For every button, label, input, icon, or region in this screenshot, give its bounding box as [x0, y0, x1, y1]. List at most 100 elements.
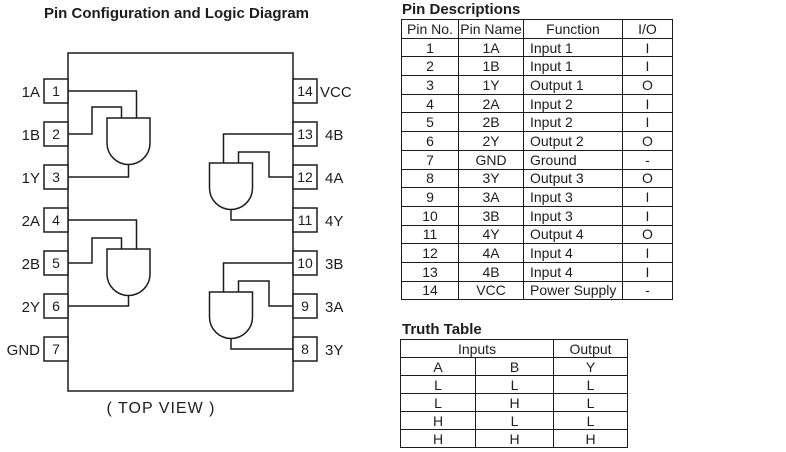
truth-cell: L — [553, 375, 629, 394]
pin-14-box — [292, 78, 318, 104]
wire-4b — [222, 133, 293, 163]
pin-11: 11 4Y — [292, 207, 343, 233]
pin-row: 4 2A Input 2 I — [401, 93, 673, 114]
pin-no-cell: 6 — [401, 131, 459, 151]
pin-9-label: 3A — [325, 299, 343, 316]
truth-row: H H H — [400, 429, 629, 448]
pin-name-cell: 3A — [458, 187, 524, 207]
pin-3-label: 1Y — [22, 170, 40, 187]
pin-3-box — [43, 164, 69, 190]
pin-9-box — [292, 293, 318, 319]
pin-2-box — [43, 121, 69, 147]
wire-1b — [68, 106, 123, 135]
pin-10-number: 10 — [297, 255, 313, 271]
io-cell: I — [622, 56, 673, 77]
wire-4a — [237, 151, 293, 178]
wire-2y — [68, 295, 130, 307]
io-cell: I — [622, 37, 673, 58]
function-cell: Output 3 — [523, 168, 623, 189]
function-cell: Input 4 — [523, 261, 623, 282]
pin-no-cell: 10 — [401, 205, 459, 226]
io-cell: - — [622, 149, 673, 170]
top-view-caption: ( TOP VIEW ) — [107, 400, 216, 417]
truth-inputs-header: Inputs — [399, 339, 555, 358]
pin-7: 7 GND — [7, 336, 69, 362]
pin-row: 1 1A Input 1 I — [401, 37, 673, 58]
pin-8-box — [292, 336, 318, 362]
io-cell: O — [622, 75, 673, 95]
truth-output-header: Output — [553, 339, 629, 358]
and-gate-3 — [208, 291, 254, 340]
pin-row: 2 1B Input 1 I — [401, 56, 673, 77]
pin-name-cell: 1Y — [458, 75, 524, 95]
pin-4-number: 4 — [52, 212, 60, 228]
pin-name-cell: 1A — [458, 37, 524, 58]
and-gate-2 — [106, 248, 151, 297]
io-cell: I — [622, 93, 673, 114]
pin-12-number: 12 — [297, 169, 313, 185]
pin-no-cell: 4 — [401, 93, 459, 114]
io-cell: I — [622, 205, 673, 226]
pin-row: 3 1Y Output 1 O — [401, 75, 673, 95]
pin-6-label: 2Y — [22, 299, 40, 316]
wire-1a — [68, 90, 138, 118]
io-cell: O — [622, 224, 673, 245]
pin-4-box — [43, 207, 69, 233]
pin-10: 10 3B — [292, 250, 343, 276]
function-cell: Input 4 — [523, 243, 623, 263]
pin-no-cell: 5 — [401, 112, 459, 133]
diagram-title: Pin Configuration and Logic Diagram — [44, 5, 310, 22]
wire-2a — [68, 219, 138, 249]
function-cell: Ground — [523, 149, 623, 170]
pin-row: 6 2Y Output 2 O — [401, 131, 673, 151]
pin-5: 5 2B — [22, 250, 69, 276]
truth-col-b: B — [474, 357, 555, 376]
wire-4y — [230, 209, 293, 221]
truth-cell: H — [400, 429, 476, 448]
wire-3a — [237, 280, 293, 307]
io-cell: I — [622, 187, 673, 207]
pin-no-cell: 12 — [401, 243, 459, 263]
pin-11-number: 11 — [298, 212, 313, 228]
pin-name-cell: 4Y — [458, 224, 524, 245]
pin-no-cell: 9 — [401, 187, 459, 207]
pin-no-cell: 11 — [401, 224, 459, 245]
io-cell: I — [622, 112, 673, 133]
pin-name-cell: 3Y — [458, 168, 524, 189]
pin-row: 9 3A Input 3 I — [401, 187, 673, 207]
pin-descriptions-table: Pin No. Pin Name Function I/O 1 1A Input… — [401, 19, 673, 301]
pin-name-cell: 2Y — [458, 131, 524, 151]
pin-13-number: 13 — [297, 126, 313, 142]
pin-4-label: 2A — [22, 213, 40, 230]
header-io: I/O — [622, 19, 673, 39]
pin-no-cell: 8 — [401, 168, 459, 189]
pin-14-label: VCC — [320, 84, 352, 101]
pin-no-cell: 7 — [401, 149, 459, 170]
truth-cell: L — [474, 411, 555, 430]
pin-12-box — [292, 164, 318, 190]
pin-11-label: 4Y — [325, 213, 343, 230]
pin-row: 12 4A Input 4 I — [401, 243, 673, 263]
pin-name-cell: VCC — [458, 280, 524, 301]
io-cell: - — [622, 280, 673, 301]
function-cell: Power Supply — [523, 280, 623, 301]
truth-table: Inputs Output A B Y L L L L H L H L L H … — [399, 339, 629, 448]
function-cell: Input 1 — [523, 56, 623, 77]
pin-name-cell: 2A — [458, 93, 524, 114]
pin-13-label: 4B — [325, 127, 343, 144]
pin-row: 7 GND Ground - — [401, 149, 673, 170]
pin-no-cell: 2 — [401, 56, 459, 77]
truth-group-header-row: Inputs Output — [399, 339, 629, 358]
pin-desc-header-row: Pin No. Pin Name Function I/O — [401, 19, 673, 39]
pin-row: 14 VCC Power Supply - — [401, 280, 673, 301]
pin-8-number: 8 — [301, 341, 309, 357]
pin-13: 13 4B — [292, 121, 343, 147]
pin-2-label: 1B — [22, 127, 40, 144]
pin-row: 13 4B Input 4 I — [401, 261, 673, 282]
pin-8: 8 3Y — [292, 336, 343, 362]
truth-column-header-row: A B Y — [400, 357, 629, 376]
truth-table-title: Truth Table — [402, 321, 482, 338]
pin-2-number: 2 — [52, 126, 60, 142]
truth-cell: L — [400, 375, 476, 394]
io-cell: I — [622, 243, 673, 263]
